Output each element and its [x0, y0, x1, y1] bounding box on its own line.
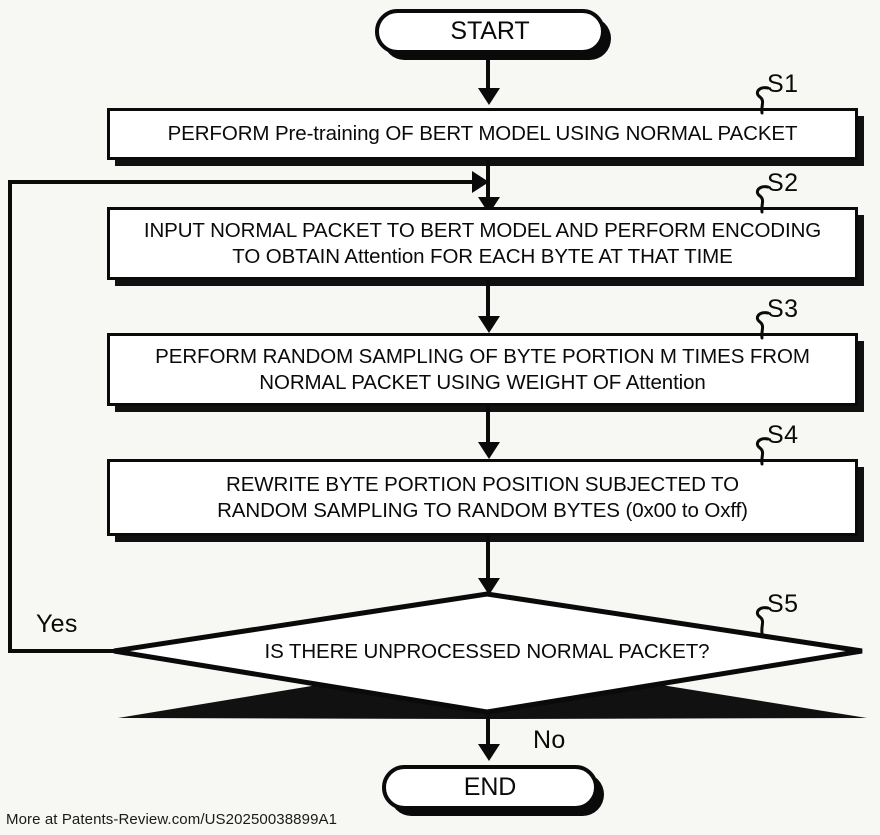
- arrowhead-s2-to-s3: [478, 316, 500, 333]
- footer-watermark: More at Patents-Review.com/US20250038899…: [6, 811, 338, 828]
- node-end-label: END: [463, 773, 517, 801]
- leader-line-s3: [755, 311, 770, 340]
- connector-s5-to-end: [486, 710, 490, 754]
- node-end: END: [382, 765, 598, 810]
- node-s1: PERFORM Pre-training OF BERT MODEL USING…: [107, 108, 858, 160]
- node-start-label: START: [450, 17, 530, 45]
- connector-s3-to-s4: [486, 406, 490, 453]
- leader-line-s4: [755, 437, 770, 466]
- arrowhead-s5-to-end: [478, 744, 500, 761]
- node-s2: INPUT NORMAL PACKET TO BERT MODEL AND PE…: [107, 207, 858, 280]
- branch-label-no: No: [533, 726, 566, 754]
- node-s4-label: REWRITE BYTE PORTION POSITION SUBJECTED …: [217, 473, 748, 522]
- step-label-s3: S3: [767, 295, 799, 323]
- connector-s2-to-s3: [486, 280, 490, 327]
- connector-start-to-s1: [486, 54, 490, 92]
- arrowhead-start-to-s1: [478, 88, 500, 105]
- node-s5-label: IS THERE UNPROCESSED NORMAL PACKET?: [264, 640, 710, 663]
- step-label-s2: S2: [767, 169, 799, 197]
- step-label-s5: S5: [767, 590, 799, 618]
- node-s3: PERFORM RANDOM SAMPLING OF BYTE PORTION …: [107, 333, 858, 406]
- leader-line-s2: [755, 185, 770, 214]
- branch-label-yes: Yes: [36, 610, 78, 638]
- loop-segment-bottom: [8, 649, 116, 653]
- arrowhead-loop-to-s2: [472, 171, 489, 193]
- leader-line-s5: [755, 606, 770, 635]
- node-s2-label: INPUT NORMAL PACKET TO BERT MODEL AND PE…: [143, 219, 822, 268]
- arrowhead-s3-to-s4: [478, 442, 500, 459]
- step-label-s4: S4: [767, 421, 799, 449]
- node-s4: REWRITE BYTE PORTION POSITION SUBJECTED …: [107, 459, 858, 536]
- loop-segment-left: [8, 180, 12, 653]
- node-s3-label: PERFORM RANDOM SAMPLING OF BYTE PORTION …: [155, 345, 810, 394]
- step-label-s1: S1: [767, 70, 799, 98]
- loop-segment-top: [8, 180, 476, 184]
- node-s5: IS THERE UNPROCESSED NORMAL PACKET?: [112, 590, 867, 719]
- arrowhead-s4-to-s5: [478, 578, 500, 595]
- node-start: START: [375, 9, 605, 54]
- node-s1-label: PERFORM Pre-training OF BERT MODEL USING…: [167, 122, 798, 146]
- connector-s4-to-s5: [486, 536, 490, 589]
- leader-line-s1: [755, 86, 770, 115]
